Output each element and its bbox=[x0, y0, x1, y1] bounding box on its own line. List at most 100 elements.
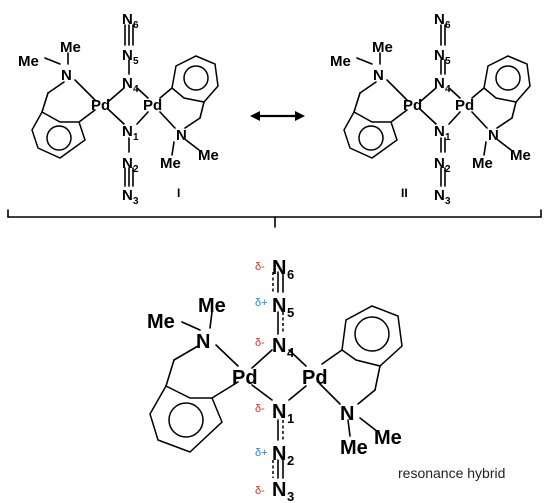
atom-n6-sub: 6 bbox=[445, 20, 451, 31]
bond-ch2-ring-left bbox=[41, 92, 49, 113]
caption-resonance-hybrid: resonance hybrid bbox=[398, 465, 505, 481]
bond-pd-nright bbox=[159, 111, 176, 129]
ring-right-inner bbox=[495, 65, 521, 91]
bond-ch2-ring-right bbox=[511, 101, 517, 119]
label-II: II bbox=[401, 186, 408, 200]
bond-pd-n1-right bbox=[136, 111, 149, 125]
atom-n4-sub: 4 bbox=[287, 345, 295, 360]
atom-n3-sub: 3 bbox=[133, 196, 139, 207]
atom-n2: N bbox=[122, 155, 133, 172]
atom-n1-sub: 1 bbox=[133, 132, 139, 143]
resonance-arrow-head-left bbox=[250, 111, 260, 121]
atom-n5-sub: 5 bbox=[133, 56, 139, 67]
bond-nleft-me-a bbox=[44, 57, 61, 65]
atom-pd-left: Pd bbox=[403, 97, 422, 114]
bond-pd-ring-right bbox=[471, 87, 485, 99]
atom-me-left-b: Me bbox=[372, 39, 393, 56]
bond-pd-ring-left bbox=[78, 109, 96, 123]
atom-n-left: N bbox=[61, 67, 72, 84]
atom-n2-sub: 2 bbox=[133, 164, 139, 175]
atom-n3-sub: 3 bbox=[287, 489, 294, 503]
atom-n6: N bbox=[434, 11, 445, 28]
ring-left-inner bbox=[168, 402, 204, 438]
charge-n1: δ- bbox=[255, 403, 265, 415]
label-I: I bbox=[177, 186, 180, 200]
bond-pd-nright bbox=[471, 111, 488, 129]
ring-right-outer bbox=[483, 55, 531, 103]
charge-n6: δ- bbox=[255, 261, 265, 273]
atom-n-right: N bbox=[176, 127, 187, 144]
bond-pd-n4-left bbox=[251, 349, 273, 369]
bond-nright-me-a bbox=[171, 141, 175, 156]
bond-ch2-ring-right bbox=[199, 101, 205, 119]
ring-left-inner bbox=[46, 125, 72, 151]
bond-ch2-ring-right bbox=[374, 365, 381, 391]
bond-nright-me-a bbox=[347, 419, 351, 437]
atom-n6-sub: 6 bbox=[287, 267, 294, 282]
bond-nleft-me-a bbox=[356, 57, 373, 65]
bond-pd-n4-left bbox=[108, 87, 125, 102]
atom-n3: N bbox=[434, 187, 445, 204]
atom-n3: N bbox=[272, 479, 286, 501]
bond-pd-n1-left bbox=[251, 384, 273, 401]
bond-pd-n1-right bbox=[448, 111, 461, 125]
atom-n-right: N bbox=[340, 403, 354, 425]
ring-right-outer bbox=[171, 55, 219, 103]
bond-nleft-ch2 bbox=[359, 81, 377, 94]
resonance-hybrid: N 6 N 5 N 4 N 1 N 2 N 3 Pd Pd N N Me Me … bbox=[147, 257, 505, 503]
bond-nright-ch2 bbox=[496, 117, 513, 129]
atom-me-left-a: Me bbox=[147, 311, 175, 333]
structure-I: N 6 N 5 N 4 N 1 N 2 N 3 Pd Pd N N Me Me … bbox=[18, 11, 219, 207]
atom-n3: N bbox=[122, 187, 133, 204]
bond-nright-me-a bbox=[483, 141, 487, 156]
atom-me-right-a: Me bbox=[160, 155, 181, 172]
atom-n4-sub: 4 bbox=[133, 84, 139, 95]
atom-pd-right: Pd bbox=[143, 97, 162, 114]
atom-me-right-a: Me bbox=[340, 437, 368, 459]
atom-me-left-b: Me bbox=[60, 39, 81, 56]
bond-pd-nright bbox=[319, 383, 341, 405]
atom-n4: N bbox=[272, 335, 286, 357]
resonance-arrow-head-right bbox=[295, 111, 305, 121]
atom-n1: N bbox=[272, 401, 286, 423]
ring-left-inner bbox=[358, 125, 384, 151]
atom-n1-sub: 1 bbox=[445, 132, 451, 143]
bond-pd-n4-right bbox=[288, 349, 307, 367]
atom-n2: N bbox=[272, 443, 286, 465]
bond-nright-me-b bbox=[497, 139, 512, 151]
bond-pd-ring-left bbox=[390, 109, 408, 123]
bond-pd-n4-left bbox=[420, 87, 437, 102]
atom-n-left: N bbox=[196, 331, 210, 353]
bond-pd-nleft bbox=[386, 79, 408, 101]
atom-n6-sub: 6 bbox=[133, 20, 139, 31]
bond-nright-ch2 bbox=[184, 117, 201, 129]
bond-pd-n1-left bbox=[108, 109, 125, 125]
atom-n6: N bbox=[122, 11, 133, 28]
atom-n5: N bbox=[434, 47, 445, 64]
bond-nright-me-b bbox=[185, 139, 200, 151]
bond-nright-ch2 bbox=[357, 389, 376, 405]
atom-n-right: N bbox=[488, 127, 499, 144]
atom-n4: N bbox=[434, 75, 445, 92]
atom-n3-sub: 3 bbox=[445, 196, 451, 207]
atom-me-left-a: Me bbox=[18, 53, 39, 70]
charge-n3: δ- bbox=[255, 485, 265, 497]
bond-pd-n1-right bbox=[288, 385, 307, 401]
bond-pd-ring-right bbox=[321, 349, 343, 365]
bond-pd-n4-right bbox=[448, 87, 461, 99]
bond-nright-me-b bbox=[359, 417, 379, 433]
bond-pd-nleft bbox=[215, 344, 239, 367]
bond-pd-ring-right bbox=[159, 87, 173, 99]
charge-n2: δ+ bbox=[255, 447, 268, 459]
bond-pd-n1-left bbox=[420, 109, 437, 125]
bracket bbox=[7, 209, 542, 228]
atom-n5-sub: 5 bbox=[445, 56, 451, 67]
atom-n2-sub: 2 bbox=[287, 453, 294, 468]
atom-n5-sub: 5 bbox=[287, 305, 294, 320]
bond-nleft-ch2 bbox=[173, 345, 199, 361]
ring-left-outer bbox=[149, 385, 223, 453]
atom-n5: N bbox=[122, 47, 133, 64]
atom-n6: N bbox=[272, 257, 286, 279]
atom-pd-right: Pd bbox=[455, 97, 474, 114]
